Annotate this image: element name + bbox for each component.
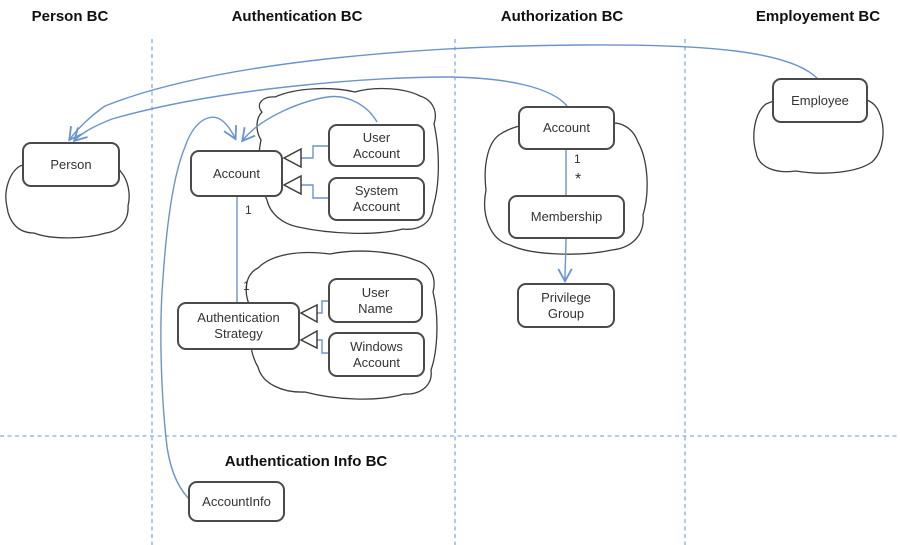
generalization-triangle-windows-account [299,329,318,350]
elbow-system-account [301,184,328,199]
arrow-employee-to-person [68,44,819,142]
elbow-windows-account [317,339,328,354]
node-person: Person [22,142,120,187]
generalization-triangle-user-account [282,147,302,169]
node-label: Windows Account [350,338,403,370]
node-privilege-group: Privilege Group [517,283,615,328]
multiplicity-account-strategy-source: 1 [245,203,252,217]
context-title-authentication-bc: Authentication BC [231,8,363,25]
node-account-info: AccountInfo [188,481,285,522]
node-label: AccountInfo [202,493,271,509]
multiplicity-account-membership-target: * [575,171,582,188]
node-label: Privilege Group [541,289,591,321]
generalization-triangle-user-name [299,303,318,324]
context-title-employement-bc: Employement BC [755,8,881,25]
node-membership: Membership [508,195,625,239]
node-employee: Employee [772,78,868,123]
generalization-triangle-system-account [282,174,302,196]
context-title-authorization-bc: Authorization BC [500,8,624,25]
node-windows-account: Windows Account [328,332,425,377]
cloud-username-windows [245,250,438,400]
node-label: Membership [530,209,603,224]
node-label: User Account [353,129,400,161]
node-authentication-strategy: Authentication Strategy [177,302,300,350]
node-label: Employee [791,92,849,108]
elbow-user-name [317,300,328,314]
node-user-account: User Account [328,124,425,167]
node-system-account: System Account [328,177,425,221]
node-account-authorization: Account [518,106,615,150]
node-label: Account [543,120,590,135]
context-title-person-bc: Person BC [31,8,109,25]
node-label: Person [50,156,92,172]
arrow-authorization-account-to-person [72,76,568,143]
node-label: System Account [353,183,400,214]
arrow-account-info-to-account [160,116,238,500]
context-title-authentication-info-bc: Authentication Info BC [224,453,388,470]
node-user-name: User Name [328,278,423,323]
multiplicity-account-membership-source: 1 [574,152,581,166]
node-label: Authentication Strategy [197,310,280,341]
node-account-authentication: Account [190,150,283,197]
arrow-membership-to-privilege-group [557,238,573,284]
multiplicity-account-strategy-target: 1 [243,279,250,293]
node-label: User Name [358,284,393,316]
arrow-user-account-to-account [241,95,378,143]
elbow-user-account [301,145,328,159]
node-label: Account [213,165,260,181]
